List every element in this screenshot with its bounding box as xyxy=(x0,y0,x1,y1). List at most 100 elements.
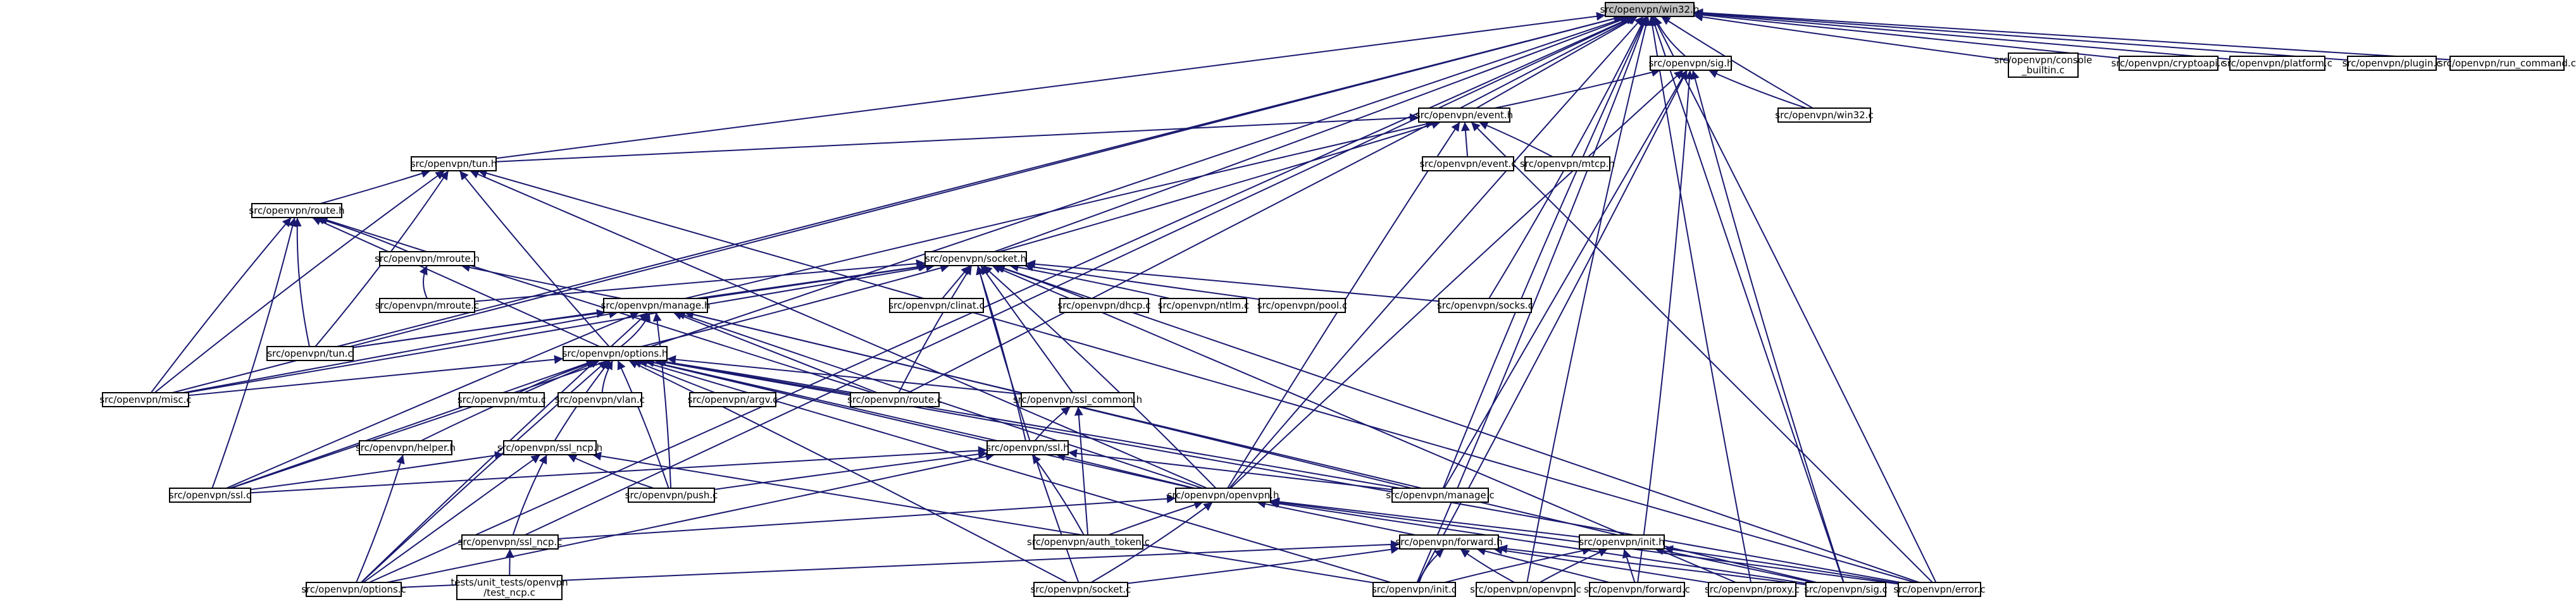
node-vlan[interactable]: src/openvpn/vlan.c xyxy=(555,392,645,407)
edge-eventh-to-win32h xyxy=(1476,16,1638,109)
node-eventc[interactable]: src/openvpn/event.c xyxy=(1419,156,1517,171)
node-dhcp[interactable]: src/openvpn/dhcp.c xyxy=(1057,298,1151,313)
node-cryptoapi[interactable]: src/openvpn/cryptoapi.c xyxy=(2111,56,2226,71)
node-win32c[interactable]: src/openvpn/win32.c xyxy=(1775,108,1874,123)
edge-tunc-to-manageh xyxy=(352,309,606,348)
node-manageh[interactable]: src/openvpn/manage.h xyxy=(601,298,711,313)
node-label: src/openvpn/push.c xyxy=(625,489,718,501)
node-miscc[interactable]: src/openvpn/misc.c xyxy=(99,392,192,407)
node-win32h[interactable]: src/openvpn/win32.h xyxy=(1600,2,1700,17)
edge-runcmd-to-win32h xyxy=(1693,8,2451,61)
node-tunh[interactable]: src/openvpn/tun.h xyxy=(411,156,497,171)
node-routec[interactable]: src/openvpn/route.c xyxy=(847,392,942,407)
edge-manageh-to-eventh xyxy=(685,120,1435,299)
node-openvpnh[interactable]: src/openvpn/openvpn.h xyxy=(1167,488,1279,503)
node-box xyxy=(1438,298,1532,313)
node-pool[interactable]: src/openvpn/pool.c xyxy=(1257,298,1347,313)
node-label: src/openvpn/ntlm.c xyxy=(1158,300,1250,311)
node-clinat[interactable]: src/openvpn/clinat.c xyxy=(888,298,985,313)
node-mrouteh[interactable]: src/openvpn/mroute.h xyxy=(375,251,480,266)
node-box xyxy=(563,346,668,361)
node-managec[interactable]: src/openvpn/manage.c xyxy=(1386,488,1495,503)
node-forwardc[interactable]: src/openvpn/forward.c xyxy=(1584,582,1690,597)
node-optionsc[interactable]: src/openvpn/options.c xyxy=(301,582,406,597)
node-box xyxy=(1422,156,1514,171)
node-box xyxy=(986,440,1069,455)
node-platform[interactable]: src/openvpn/platform.c xyxy=(2222,56,2332,71)
node-label: src/openvpn/mroute.h xyxy=(375,253,480,264)
node-ntlm[interactable]: src/openvpn/ntlm.c xyxy=(1158,298,1250,313)
node-runcmd[interactable]: src/openvpn/run_command.c xyxy=(2438,56,2576,71)
node-forwardh[interactable]: src/openvpn/forward.h xyxy=(1395,534,1503,550)
node-label: src/openvpn/clinat.c xyxy=(888,300,985,311)
node-label: tests/unit_tests/openvpn xyxy=(451,577,568,589)
node-sslh[interactable]: src/openvpn/ssl.h xyxy=(986,440,1069,455)
edge-clinat-to-socketh xyxy=(942,265,971,299)
edge-push-to-sslh xyxy=(714,450,988,490)
edge-socketh-to-eventh xyxy=(999,120,1441,252)
edge-sslc-to-routeh xyxy=(211,217,297,489)
node-label: src/openvpn/socket.h xyxy=(925,253,1026,264)
node-openvpnc[interactable]: src/openvpn/openvpn.c xyxy=(1470,582,1581,597)
node-box xyxy=(461,534,559,550)
node-sslcommon[interactable]: src/openvpn/ssl_common.h xyxy=(1013,392,1142,407)
node-plugin[interactable]: src/openvpn/plugin.c xyxy=(2343,56,2442,71)
edge-errorc-to-win32h xyxy=(1652,16,1937,583)
node-box xyxy=(1524,156,1610,171)
node-routeh[interactable]: src/openvpn/route.h xyxy=(249,203,345,218)
node-label: src/openvpn/sig.c xyxy=(1804,584,1888,595)
node-tunc[interactable]: src/openvpn/tun.c xyxy=(266,346,354,361)
node-box xyxy=(1805,582,1886,597)
node-console[interactable]: src/openvpn/console_builtin.c xyxy=(1994,52,2093,78)
node-initc[interactable]: src/openvpn/init.c xyxy=(1372,582,1457,597)
node-box xyxy=(251,203,342,218)
edge-routec-to-socketh xyxy=(898,265,973,393)
node-box xyxy=(1391,488,1489,503)
node-mroutec[interactable]: src/openvpn/mroute.c xyxy=(375,298,480,313)
node-testncp[interactable]: tests/unit_tests/openvpn/test_ncp.c xyxy=(451,575,568,600)
node-socketh[interactable]: src/openvpn/socket.h xyxy=(924,251,1027,266)
edge-sigc-to-inith xyxy=(1654,546,1814,583)
node-box xyxy=(1033,534,1143,550)
node-label: src/openvpn/manage.c xyxy=(1386,489,1495,501)
node-box xyxy=(2347,56,2437,71)
node-box xyxy=(1589,582,1685,597)
node-label: src/openvpn/dhcp.c xyxy=(1057,300,1150,311)
edge-sslc-to-manageh xyxy=(226,311,640,489)
edge-initc-to-sigh xyxy=(1417,70,1688,583)
node-eventh[interactable]: src/openvpn/event.h xyxy=(1416,108,1513,123)
node-proxy[interactable]: src/openvpn/proxy.c xyxy=(1705,582,1800,597)
edge-optionsc-to-helper xyxy=(356,454,405,583)
node-errorc[interactable]: src/openvpn/error.c xyxy=(1893,582,1986,597)
node-sigc[interactable]: src/openvpn/sig.c xyxy=(1804,582,1888,597)
node-sslncph[interactable]: src/openvpn/ssl_ncp.h xyxy=(497,440,602,455)
edge-mroutec-to-socketh xyxy=(474,259,926,302)
node-sslc[interactable]: src/openvpn/ssl.c xyxy=(169,488,251,503)
node-socketc[interactable]: src/openvpn/socket.c xyxy=(1031,582,1131,597)
edge-socketc-to-forwardh xyxy=(1127,545,1400,584)
node-socks[interactable]: src/openvpn/socks.c xyxy=(1437,298,1533,313)
node-box xyxy=(557,392,642,407)
node-push[interactable]: src/openvpn/push.c xyxy=(625,488,718,503)
node-authtoken[interactable]: src/openvpn/auth_token.c xyxy=(1027,534,1150,550)
node-label: src/openvpn/ssl.c xyxy=(169,489,251,501)
node-argv[interactable]: src/openvpn/argv.c xyxy=(688,392,778,407)
edge-errorc-to-inith xyxy=(1664,545,1899,584)
node-label: src/openvpn/manage.h xyxy=(601,300,711,311)
node-sslncpc[interactable]: src/openvpn/ssl_ncp.c xyxy=(458,534,563,550)
node-box xyxy=(603,298,708,313)
node-optionsh[interactable]: src/openvpn/options.h xyxy=(563,346,668,361)
node-mtcp[interactable]: src/openvpn/mtcp.h xyxy=(1520,156,1615,171)
edge-console-to-win32h xyxy=(1693,13,2009,61)
node-label: src/openvpn/plugin.c xyxy=(2343,58,2442,69)
node-label: src/openvpn/tun.c xyxy=(267,348,352,359)
node-box xyxy=(456,575,563,600)
edge-plugin-to-win32h xyxy=(1693,9,2348,61)
node-mtu[interactable]: src/openvpn/mtu.c xyxy=(457,392,546,407)
node-inith[interactable]: src/openvpn/init.h xyxy=(1579,534,1665,550)
edge-errorc-to-eventh xyxy=(1471,121,1933,583)
node-helper[interactable]: src/openvpn/helper.h xyxy=(356,440,456,455)
node-box xyxy=(2449,56,2565,71)
node-sigh[interactable]: src/openvpn/sig.h xyxy=(1648,56,1733,71)
